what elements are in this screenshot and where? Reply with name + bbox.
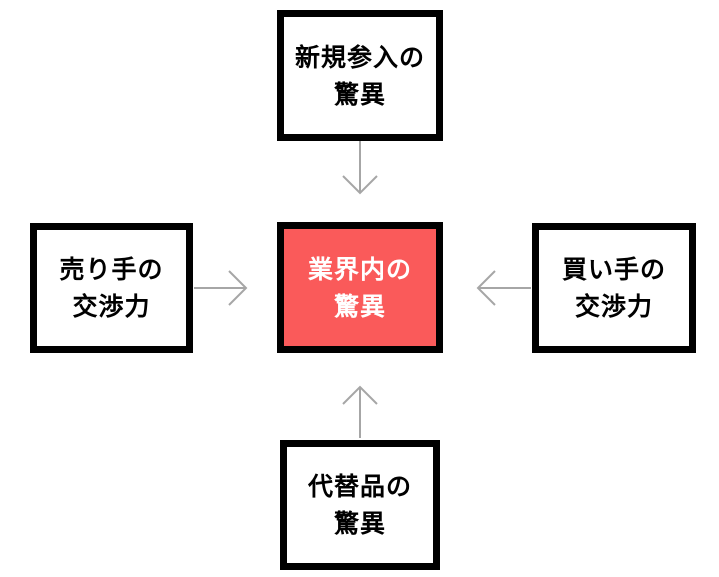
box-supplier-power-line1: 売り手の bbox=[59, 255, 164, 284]
arrow-right-to-center-icon bbox=[476, 270, 531, 306]
arrow-top-to-center-icon bbox=[342, 141, 378, 195]
box-substitutes: 代替品の 驚異 bbox=[280, 440, 440, 570]
arrow-left-to-center-icon bbox=[194, 270, 248, 306]
box-industry-rivalry-line1: 業界内の bbox=[307, 254, 412, 284]
box-substitutes-line1: 代替品の bbox=[307, 472, 412, 501]
box-new-entrants: 新規参入の 驚異 bbox=[277, 10, 443, 141]
box-new-entrants-line2: 驚異 bbox=[333, 79, 386, 109]
box-new-entrants-line1: 新規参入の bbox=[294, 42, 425, 72]
box-substitutes-line2: 驚異 bbox=[333, 509, 386, 538]
box-buyer-power-line1: 買い手の bbox=[561, 255, 666, 284]
box-industry-rivalry: 業界内の 驚異 bbox=[277, 222, 443, 353]
box-buyer-power-line2: 交渉力 bbox=[574, 292, 653, 321]
box-buyer-power: 買い手の 交渉力 bbox=[532, 223, 696, 353]
box-supplier-power-line2: 交渉力 bbox=[72, 292, 151, 321]
arrow-bottom-to-center-icon bbox=[342, 385, 378, 438]
box-supplier-power: 売り手の 交渉力 bbox=[30, 223, 193, 353]
box-industry-rivalry-line2: 驚異 bbox=[333, 291, 386, 321]
